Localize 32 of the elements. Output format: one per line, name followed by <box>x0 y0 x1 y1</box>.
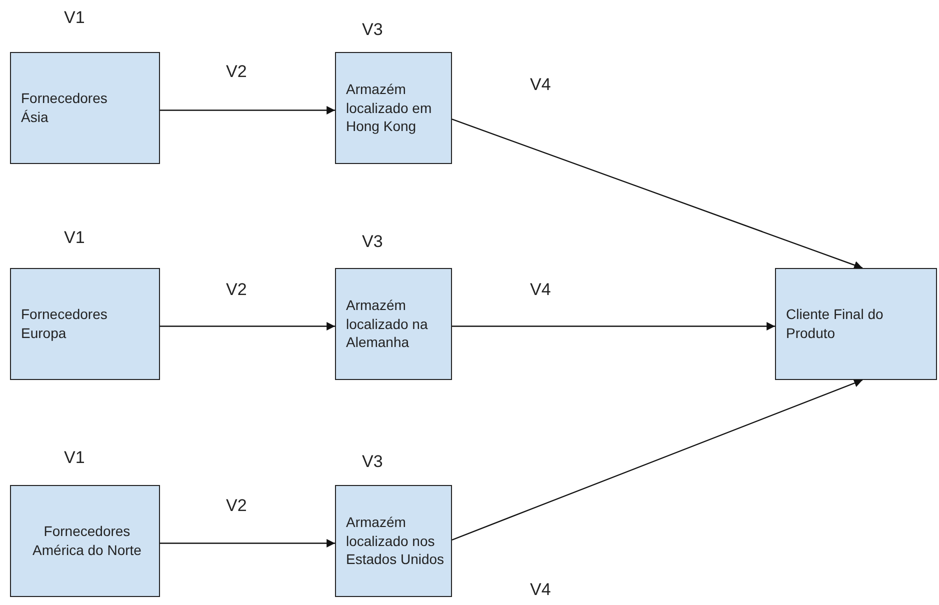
box-label: Armazém localizado na Alemanha <box>346 296 429 352</box>
arrow <box>160 539 335 548</box>
process-box <box>10 52 160 164</box>
box-label: Fornecedores América do Norte <box>32 522 142 560</box>
node-tag: V3 <box>362 452 383 472</box>
edge-label: V2 <box>226 496 247 516</box>
process-box <box>335 52 452 164</box>
process-box <box>775 268 937 380</box>
node-tag: V3 <box>362 232 383 252</box>
edge-label: V4 <box>530 280 551 300</box>
node-tag: V3 <box>362 20 383 40</box>
process-box <box>335 485 452 597</box>
box-label: Cliente Final do Produto <box>786 305 884 343</box>
edge-label: V4 <box>530 75 551 95</box>
process-box <box>10 485 160 597</box>
process-box <box>335 268 452 380</box>
box-label: Fornecedores Ásia <box>21 89 108 127</box>
arrow <box>160 106 335 114</box>
box-label: Fornecedores Europa <box>21 305 108 343</box>
node-tag: V1 <box>64 228 85 248</box>
edge-label: V4 <box>530 580 551 600</box>
node-tag: V1 <box>64 448 85 468</box>
edge-label: V2 <box>226 62 247 82</box>
node-tag: V1 <box>64 8 85 28</box>
edge-label: V2 <box>226 280 247 300</box>
arrow <box>452 118 863 270</box>
arrow <box>452 322 775 330</box>
arrow <box>452 379 863 540</box>
process-box <box>10 268 160 380</box>
box-label: Armazém localizado nos Estados Unidos <box>346 512 445 570</box>
arrow <box>160 322 335 330</box>
box-label: Armazém localizado em Hong Kong <box>346 80 433 136</box>
